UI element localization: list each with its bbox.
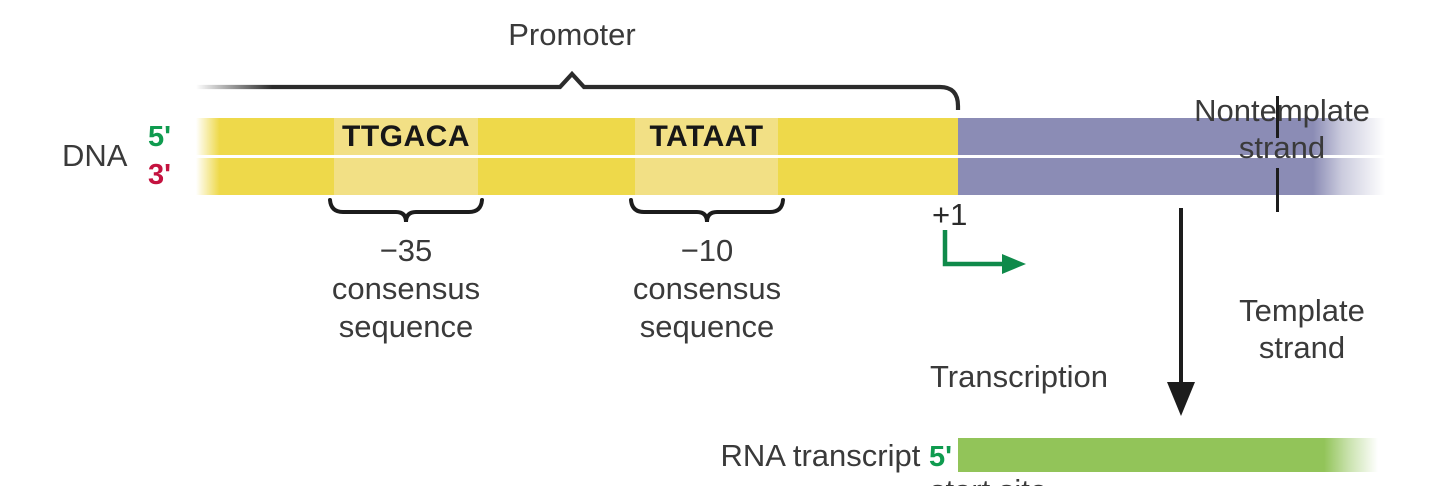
rna-transcript-label-wrap: RNA transcript 5' — [600, 0, 953, 473]
strand-separator — [196, 155, 1385, 158]
consensus-caption-line2-minus10: sequence — [639, 309, 775, 344]
transcription-start-caption-line1: Transcription — [930, 359, 1109, 394]
template-strand-label-line1: Template strand — [1239, 293, 1365, 365]
template-strand-callout-tick-icon — [1276, 168, 1279, 212]
promoter-region-bottom-strand — [196, 158, 958, 195]
down-arrow-icon — [1167, 208, 1195, 416]
consensus-brace-minus35-icon — [328, 198, 484, 223]
consensus-box-minus35-bottom — [334, 158, 478, 195]
rna-transcript-bar — [958, 438, 1324, 472]
transcription-start-caption: Transcription start site — [930, 282, 1170, 486]
promoter-left-fade-top — [196, 118, 248, 155]
transcription-start-caption-line2: start site — [930, 472, 1170, 486]
rna-transcript-label: RNA transcript 5' — [721, 438, 953, 474]
nontemplate-strand-label: Nontemplate strand — [1158, 18, 1406, 240]
consensus-position-minus35: −35 — [379, 233, 433, 268]
transcribed-right-fade-bottom — [1313, 158, 1385, 195]
promoter-region-top-strand — [196, 118, 958, 155]
transcription-direction-arrow-icon — [942, 230, 1026, 274]
promoter-bracket-icon — [196, 70, 961, 110]
nontemplate-strand-callout-tick-icon — [1276, 96, 1279, 138]
rna-transcript-5-prime-label: 5' — [928, 441, 952, 473]
consensus-position-minus10: −10 — [680, 233, 734, 268]
bottom-strand-3-prime-label: 3' — [148, 159, 172, 191]
consensus-brace-minus10-icon — [629, 198, 785, 223]
consensus-box-minus10-bottom — [635, 158, 778, 195]
consensus-caption-minus10: −10 consensus sequence — [577, 232, 837, 346]
consensus-caption-line1-minus35: consensus — [331, 271, 481, 306]
template-strand-label: Template strand — [1178, 218, 1426, 440]
transcribed-region-template-strand — [958, 158, 1313, 195]
promoter-label: Promoter — [508, 17, 636, 52]
rna-transcript-text: RNA transcript — [720, 438, 921, 473]
transcribed-region-nontemplate-strand — [958, 118, 1313, 155]
consensus-sequence-minus35: TTGACA — [342, 119, 470, 153]
nontemplate-strand-label-line1: Nontemplate strand — [1194, 93, 1370, 165]
rna-transcript-bar-fade — [1324, 438, 1378, 472]
transcription-start-position-label: +1 — [932, 197, 968, 232]
dna-row-label: DNA — [62, 138, 128, 173]
consensus-caption-line2-minus35: sequence — [338, 309, 474, 344]
consensus-caption-minus35: −35 consensus sequence — [276, 232, 536, 346]
consensus-sequence-minus10: TATAAT — [649, 119, 764, 153]
promoter-left-fade-bottom — [196, 158, 248, 195]
top-strand-5-prime-label: 5' — [148, 121, 172, 153]
consensus-box-minus35-top: TTGACA — [334, 118, 478, 155]
consensus-caption-line1-minus10: consensus — [632, 271, 782, 306]
consensus-box-minus10-top: TATAAT — [635, 118, 778, 155]
transcribed-right-fade-top — [1313, 118, 1385, 155]
